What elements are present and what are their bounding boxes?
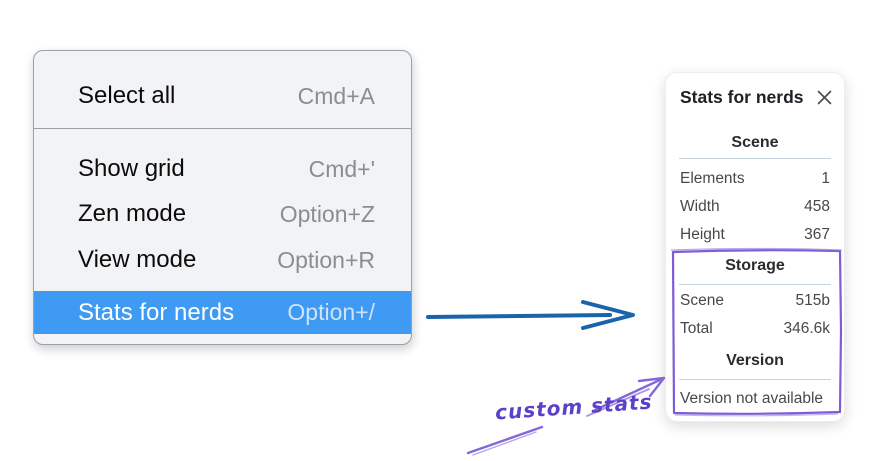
menu-item-label: Zen mode xyxy=(78,200,187,227)
menu-item-view-mode[interactable]: View mode Option+R xyxy=(34,233,411,287)
stat-label: Scene xyxy=(680,292,724,309)
panel-divider xyxy=(679,379,831,380)
menu-divider xyxy=(34,128,411,129)
section-header-scene: Scene xyxy=(731,134,779,151)
menu-item-show-grid[interactable]: Show grid Cmd+' xyxy=(34,142,411,196)
menu-item-shortcut: Option+Z xyxy=(279,200,375,227)
panel-divider xyxy=(679,284,831,285)
stat-row-height: Height 367 xyxy=(680,224,830,246)
stat-value: 1 xyxy=(821,170,830,187)
menu-item-shortcut: Cmd+A xyxy=(297,82,375,109)
menu-item-shortcut: Option+R xyxy=(277,246,375,273)
stat-label: Width xyxy=(680,198,720,215)
stat-value: 515b xyxy=(795,292,830,309)
annotation-custom-stats: custom stats xyxy=(494,389,654,425)
stat-label: Total xyxy=(680,320,713,337)
menu-item-label: View mode xyxy=(78,246,197,273)
panel-title: Stats for nerds xyxy=(680,87,804,107)
version-note: Version not available xyxy=(680,390,824,407)
stat-value: 458 xyxy=(804,198,830,215)
stats-panel: Stats for nerds Scene Elements 1 Width 4… xyxy=(665,72,845,422)
menu-item-shortcut: Cmd+' xyxy=(308,155,375,182)
stat-label: Elements xyxy=(680,170,745,187)
menu-item-label: Show grid xyxy=(78,155,185,182)
blue-arrow xyxy=(426,300,635,330)
menu-item-select-all[interactable]: Select all Cmd+A xyxy=(34,69,411,123)
menu-item-stats-for-nerds[interactable]: Stats for nerds Option+/ xyxy=(34,291,411,334)
stat-value: 346.6k xyxy=(783,320,830,337)
stat-row-scene-size: Scene 515b xyxy=(680,290,830,312)
menu-item-shortcut: Option+/ xyxy=(287,299,375,325)
stat-row-width: Width 458 xyxy=(680,196,830,218)
menu-item-zen-mode[interactable]: Zen mode Option+Z xyxy=(34,187,411,241)
section-header-version: Version xyxy=(726,352,784,369)
stat-row-total-size: Total 346.6k xyxy=(680,318,830,340)
panel-divider xyxy=(679,158,831,159)
context-menu: Select all Cmd+A Show grid Cmd+' Zen mod… xyxy=(33,50,412,345)
stat-value: 367 xyxy=(804,226,830,243)
stat-row-elements: Elements 1 xyxy=(680,168,830,190)
menu-item-label: Select all xyxy=(78,82,176,109)
close-icon[interactable] xyxy=(817,90,832,105)
section-header-storage: Storage xyxy=(725,257,785,274)
stat-label: Height xyxy=(680,226,725,243)
menu-item-label: Stats for nerds xyxy=(78,298,235,326)
